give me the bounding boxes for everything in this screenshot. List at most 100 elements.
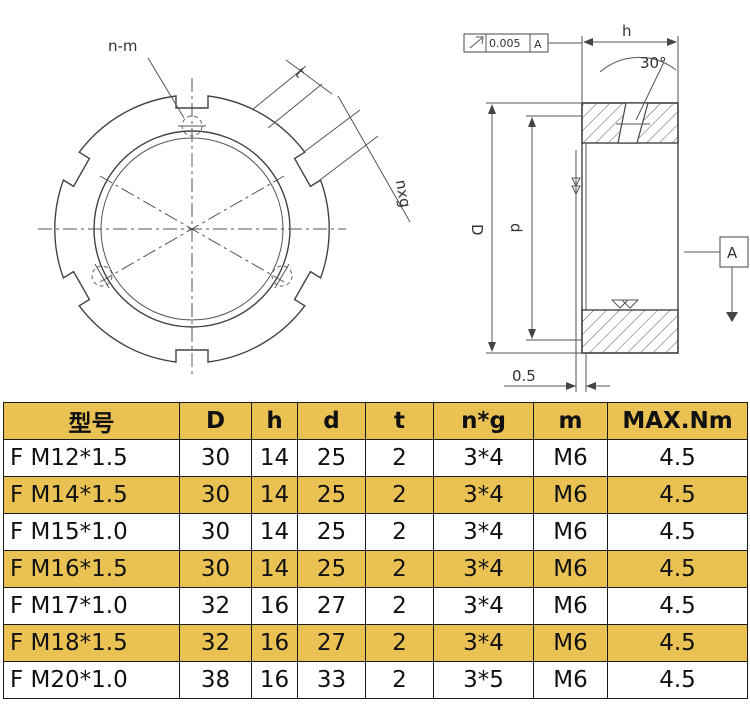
cell-h: 16 — [251, 587, 298, 625]
table-row: F M16*1.5 30 14 25 2 3*4 M6 4.5 — [3, 550, 748, 588]
cell-h: 14 — [251, 550, 298, 588]
cell-h: 14 — [251, 476, 298, 514]
cell-nxg: 3*4 — [433, 624, 534, 662]
cell-nxg: 3*4 — [433, 550, 534, 588]
cell-m: M6 — [533, 476, 608, 514]
cell-t: 2 — [365, 513, 434, 551]
cell-t: 2 — [365, 476, 434, 514]
datum-a: A — [684, 236, 749, 322]
cell-D: 38 — [179, 661, 252, 699]
cell-max-nm: 4.5 — [607, 513, 748, 551]
col-header-m: m — [533, 402, 608, 440]
table-row: F M17*1.0 32 16 27 2 3*4 M6 4.5 — [3, 587, 748, 625]
cell-model: F M14*1.5 — [3, 476, 180, 514]
datum-label: A — [727, 244, 738, 262]
col-header-h: h — [251, 402, 298, 440]
cell-h: 14 — [251, 439, 298, 477]
col-header-t: t — [365, 402, 434, 440]
cell-d: 25 — [297, 513, 366, 551]
col-header-max-nm: MAX.Nm — [607, 402, 748, 440]
cell-d: 33 — [297, 661, 366, 699]
cell-nxg: 3*4 — [433, 587, 534, 625]
cell-model: F M16*1.5 — [3, 550, 180, 588]
label-h: h — [622, 22, 632, 40]
label-offset: 0.5 — [512, 367, 536, 385]
t-ext-2 — [267, 83, 323, 129]
table-header-row: 型号 D h d t n*g m MAX.Nm — [3, 402, 748, 440]
tolerance-frame: 0.005 A — [463, 33, 582, 53]
cell-h: 14 — [251, 513, 298, 551]
cell-max-nm: 4.5 — [607, 439, 748, 477]
tolerance-value: 0.005 — [489, 37, 521, 50]
spec-table: 型号 D h d t n*g m MAX.Nm F M12*1.5 30 14 … — [3, 402, 748, 699]
cell-D: 30 — [179, 439, 252, 477]
cell-model: F M12*1.5 — [3, 439, 180, 477]
diag-centerline-2 — [99, 175, 285, 283]
tolerance-datum-ref: A — [534, 38, 542, 51]
surface-finish-top — [571, 177, 581, 196]
nm-leader — [147, 57, 185, 119]
cell-m: M6 — [533, 624, 608, 662]
cell-model: F M15*1.0 — [3, 513, 180, 551]
front-view: n-m t nxg — [38, 37, 414, 378]
cell-max-nm: 4.5 — [607, 661, 748, 699]
nxg-ext-2 — [319, 135, 379, 181]
t-ext-1 — [251, 65, 307, 111]
label-t: t — [291, 64, 308, 81]
screw-hole-left — [91, 263, 113, 289]
table-row: F M20*1.0 38 16 33 2 3*5 M6 4.5 — [3, 661, 748, 699]
col-header-D: D — [179, 402, 252, 440]
cell-nxg: 3*4 — [433, 439, 534, 477]
cell-D: 30 — [179, 550, 252, 588]
cell-m: M6 — [533, 550, 608, 588]
cell-t: 2 — [365, 439, 434, 477]
screw-hole-right — [271, 263, 293, 289]
col-header-model: 型号 — [3, 402, 180, 440]
cell-t: 2 — [365, 661, 434, 699]
cell-d: 25 — [297, 439, 366, 477]
cell-max-nm: 4.5 — [607, 624, 748, 662]
cell-D: 30 — [179, 513, 252, 551]
label-d: d — [507, 223, 525, 233]
cell-model: F M20*1.0 — [3, 661, 180, 699]
cell-model: F M17*1.0 — [3, 587, 180, 625]
cell-d: 25 — [297, 476, 366, 514]
cell-D: 30 — [179, 476, 252, 514]
label-D: D — [468, 224, 486, 236]
tolerance-symbol-icon — [469, 36, 484, 49]
label-nxg: nxg — [392, 178, 415, 209]
table-row: F M14*1.5 30 14 25 2 3*4 M6 4.5 — [3, 476, 748, 514]
cell-nxg: 3*4 — [433, 476, 534, 514]
cell-d: 25 — [297, 550, 366, 588]
cell-h: 16 — [251, 661, 298, 699]
screw-hole-section — [617, 102, 649, 144]
cell-nxg: 3*5 — [433, 661, 534, 699]
cell-D: 32 — [179, 624, 252, 662]
cell-max-nm: 4.5 — [607, 587, 748, 625]
cell-t: 2 — [365, 587, 434, 625]
col-header-d: d — [297, 402, 366, 440]
label-angle: 30° — [640, 54, 667, 72]
table-row: F M15*1.0 30 14 25 2 3*4 M6 4.5 — [3, 513, 748, 551]
cell-nxg: 3*4 — [433, 513, 534, 551]
cell-m: M6 — [533, 587, 608, 625]
label-n-m: n-m — [108, 37, 138, 55]
nxg-ext-1 — [303, 109, 361, 153]
cell-h: 16 — [251, 624, 298, 662]
section-view: D d h 30° 0.005 A A — [463, 22, 749, 392]
cell-t: 2 — [365, 624, 434, 662]
cell-max-nm: 4.5 — [607, 476, 748, 514]
nxg-dim-line — [337, 95, 411, 223]
technical-drawing: n-m t nxg D — [38, 22, 749, 392]
angle-leader — [635, 61, 665, 121]
surface-finish-bottom — [610, 299, 640, 309]
cell-D: 32 — [179, 587, 252, 625]
section-bottom-wall — [581, 309, 679, 354]
outer-contour — [54, 95, 330, 363]
angle-arc — [599, 56, 677, 73]
cell-model: F M18*1.5 — [3, 624, 180, 662]
cell-m: M6 — [533, 661, 608, 699]
cell-d: 27 — [297, 624, 366, 662]
cell-m: M6 — [533, 513, 608, 551]
table-row: F M12*1.5 30 14 25 2 3*4 M6 4.5 — [3, 439, 748, 477]
